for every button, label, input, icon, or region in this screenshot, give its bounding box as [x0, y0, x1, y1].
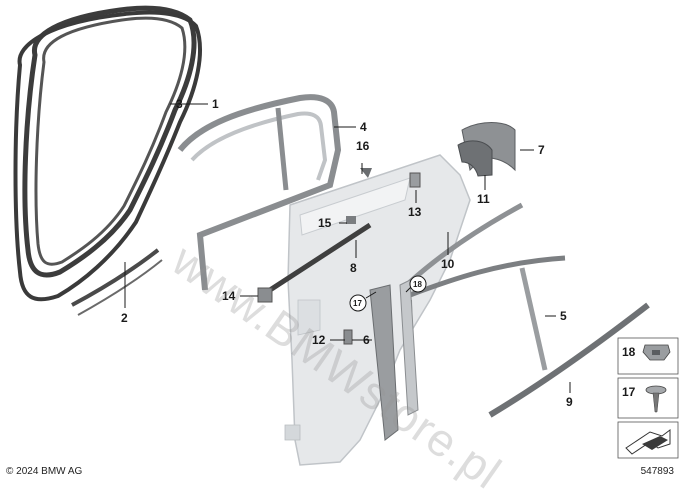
legend-label-17: 17	[622, 385, 636, 399]
clip-part-15	[346, 216, 356, 224]
fastener-legend: 18 17	[617, 337, 679, 459]
copyright-text: © 2024 BMW AG	[6, 466, 83, 477]
belt-strip-part-10	[408, 202, 524, 284]
legend-label-18: 18	[622, 345, 636, 359]
callout-18: 18	[413, 280, 422, 289]
part-16	[360, 168, 372, 178]
callout-9: 9	[566, 395, 573, 409]
callout-14: 14	[222, 289, 236, 303]
seal-strip-part-2-lower	[77, 259, 163, 316]
callout-6: 6	[363, 333, 370, 347]
callout-18-circle	[409, 275, 427, 293]
callout-8: 8	[350, 261, 357, 275]
callout-15: 15	[318, 216, 332, 230]
seal-part-1-3	[13, 5, 203, 302]
callout-13: 13	[408, 205, 422, 219]
leader-lines	[124, 103, 571, 393]
pillar-trim-part-6	[369, 284, 399, 441]
callout-10: 10	[441, 257, 455, 271]
part-12	[343, 329, 353, 345]
window-channel-part-8	[268, 222, 372, 293]
callout-12: 12	[312, 333, 326, 347]
seal-strip-part-2	[71, 248, 160, 307]
part-13	[409, 172, 421, 188]
part-14	[257, 287, 273, 303]
callout-4: 4	[360, 120, 367, 134]
callout-11: 11	[477, 192, 490, 206]
pillar-trim-part-6b	[399, 279, 419, 416]
callout-3: 3	[176, 97, 183, 111]
callout-5: 5	[560, 309, 567, 323]
corner-trim-part-11	[457, 140, 493, 177]
window-frame-part-4	[177, 94, 342, 291]
callout-16: 16	[356, 139, 370, 153]
callout-17-circle	[349, 294, 367, 312]
callout-17: 17	[353, 299, 362, 308]
callout-1: 1	[212, 97, 219, 111]
diagram-number: 547893	[640, 466, 674, 477]
parts-diagram: 1 2 3 4 5 6 7 8 9 10 11 12 13 14 15 16 1…	[13, 5, 679, 466]
screw-shank-icon	[652, 392, 660, 413]
window-seal-part-9	[488, 302, 650, 418]
callout-2: 2	[121, 311, 128, 325]
callout-7: 7	[538, 143, 545, 157]
